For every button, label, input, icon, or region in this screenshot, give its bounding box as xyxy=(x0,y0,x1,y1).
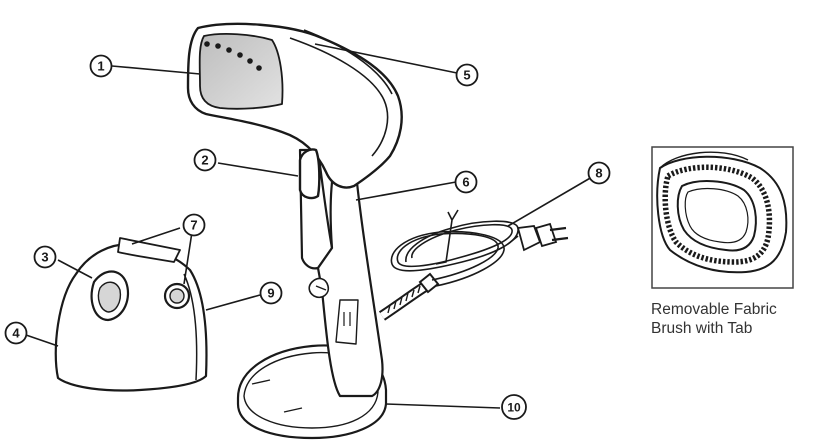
callout-5: 5 xyxy=(455,63,479,87)
callout-9: 9 xyxy=(259,281,283,305)
steam-vents xyxy=(204,41,262,71)
callout-leaders xyxy=(25,43,593,409)
callout-10: 10 xyxy=(501,394,527,420)
caption-line-2: Brush with Tab xyxy=(651,320,753,337)
steamer-body xyxy=(298,148,384,398)
water-tank xyxy=(54,237,208,392)
fabric-brush-illustration xyxy=(656,151,788,274)
callout-label: 5 xyxy=(463,68,470,83)
fabric-brush-inset xyxy=(651,146,794,289)
plug xyxy=(516,222,569,252)
callout-4: 4 xyxy=(4,321,28,345)
fabric-brush-caption: Removable Fabric Brush with Tab xyxy=(651,300,777,338)
steamer-head xyxy=(186,22,403,200)
callout-3: 3 xyxy=(33,245,57,269)
callout-8: 8 xyxy=(587,161,611,185)
callout-1: 1 xyxy=(89,54,113,78)
callout-label: 9 xyxy=(267,286,274,301)
caption-line-1: Removable Fabric xyxy=(651,301,777,318)
callout-label: 6 xyxy=(462,175,469,190)
callout-label: 8 xyxy=(595,166,602,181)
callout-label: 1 xyxy=(97,59,104,74)
callout-label: 10 xyxy=(507,401,521,415)
callout-label: 4 xyxy=(12,326,20,341)
callout-label: 2 xyxy=(201,153,208,168)
callout-label: 7 xyxy=(190,218,197,233)
callout-6: 6 xyxy=(454,170,478,194)
hose xyxy=(378,272,440,321)
power-cord xyxy=(390,209,519,287)
callout-7: 7 xyxy=(182,213,206,237)
callout-2: 2 xyxy=(193,148,217,172)
callout-label: 3 xyxy=(41,250,48,265)
